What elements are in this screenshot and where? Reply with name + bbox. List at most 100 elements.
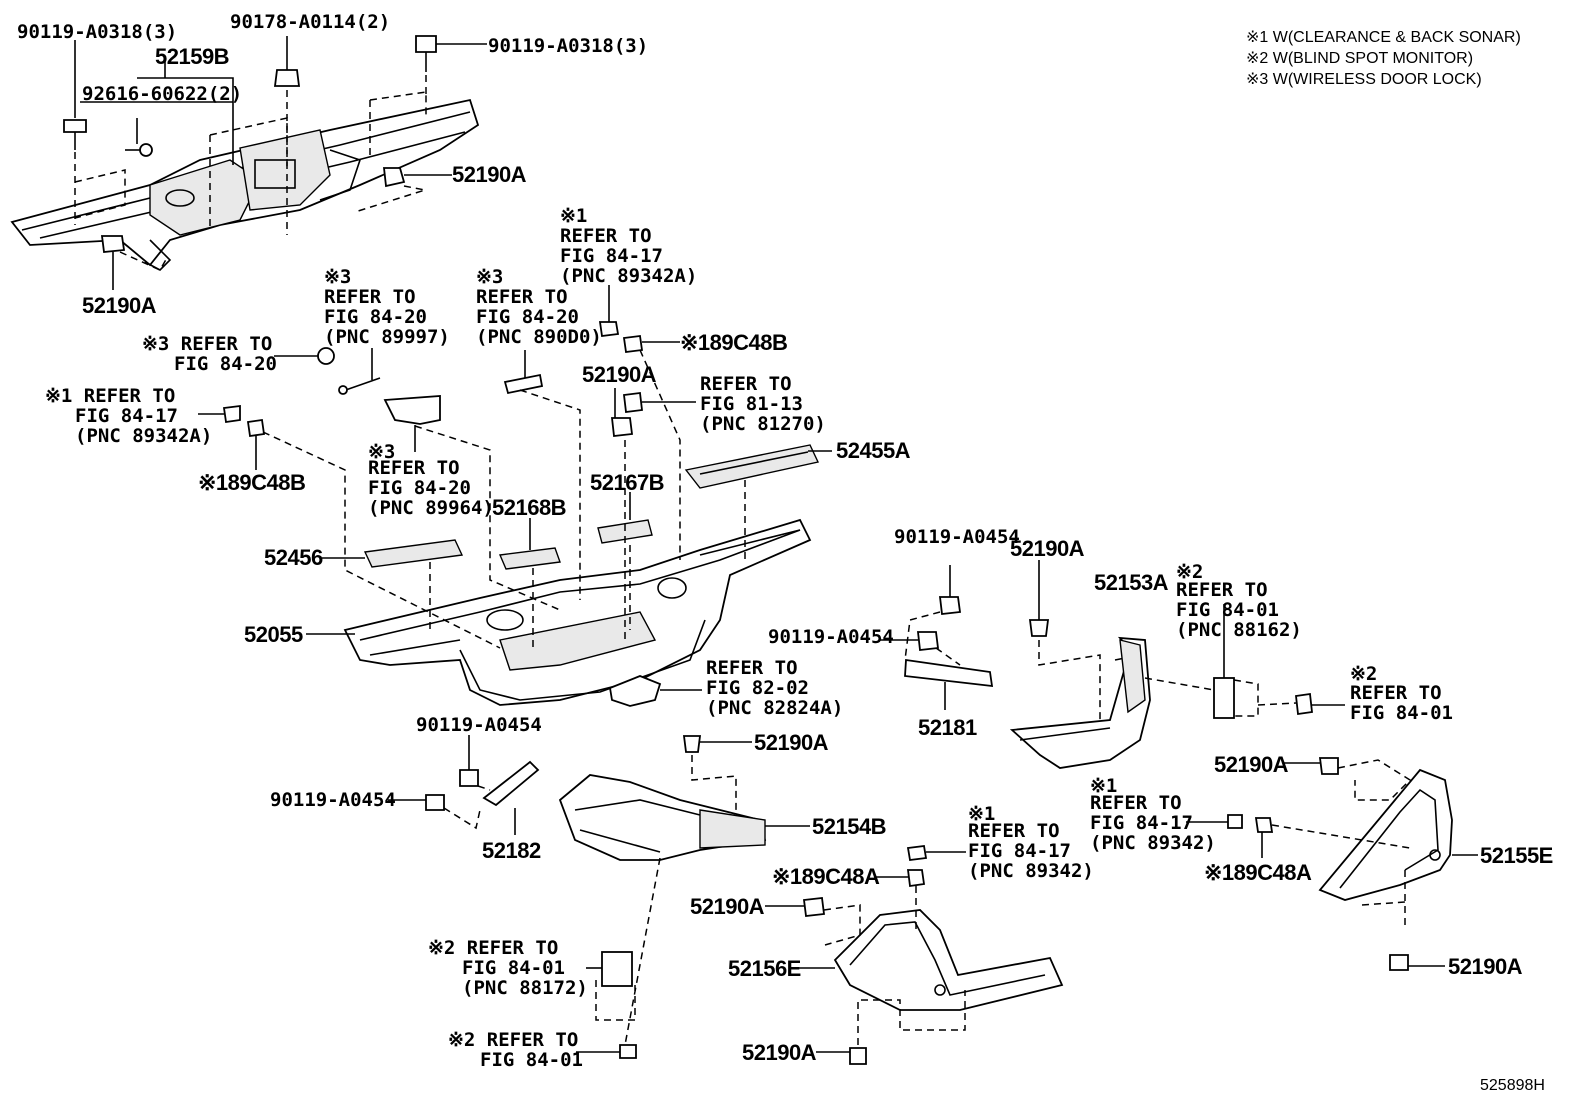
- ref-2-b-line2: REFER TO: [1350, 682, 1442, 704]
- label-90178-a0114: 90178-A0114(2): [230, 11, 390, 33]
- ref-1-top-line2: REFER TO: [560, 225, 652, 247]
- label-52168b: 52168B: [492, 495, 566, 520]
- ref-3-a-line3: FIG 84-20: [324, 306, 427, 328]
- ref-81-13-line3: (PNC 81270): [700, 413, 826, 435]
- ref-2-c-line3: (PNC 88172): [462, 977, 588, 999]
- clip-left-89342a: [198, 404, 241, 424]
- bolt-90119-a0454-d: [388, 794, 445, 811]
- sensor-82824a: [608, 675, 702, 707]
- ref-2-c-line1: ※2 REFER TO: [428, 937, 558, 959]
- ref-2-d-line1: ※2 REFER TO: [448, 1029, 578, 1051]
- label-90119-a0454-a: 90119-A0454: [894, 526, 1020, 548]
- clip-92616-left: [125, 118, 153, 157]
- ref-2-a-line4: (PNC 88162): [1176, 619, 1302, 641]
- label-52455a: 52455A: [836, 438, 911, 463]
- pad-52155e: [1318, 768, 1453, 901]
- label-52190a-top-right: 52190A: [452, 162, 527, 187]
- label-92616-60622: 92616-60622(2): [82, 83, 242, 105]
- diagram-id: 525898H: [1480, 1077, 1545, 1094]
- clip-52190a-e: [765, 897, 826, 917]
- ref-1-right-line2: REFER TO: [1090, 792, 1182, 814]
- ref-1-mid: ※1 REFER TO FIG 84-17 (PNC 89342): [968, 803, 1094, 882]
- ref-1-left: ※1 REFER TO FIG 84-17 (PNC 89342A): [45, 385, 212, 447]
- clip-52190a-f: [816, 1047, 867, 1065]
- ref-2-a: ※2 REFER TO FIG 84-01 (PNC 88162): [1176, 561, 1302, 641]
- ref-2-d-line2: FIG 84-01: [480, 1049, 583, 1071]
- clip-89c48b-left: [246, 418, 266, 470]
- label-89c48a-right: ※189C48A: [1204, 860, 1312, 885]
- label-90119-a0454-b: 90119-A0454: [768, 626, 894, 648]
- ref-3-c-line2: REFER TO: [368, 457, 460, 479]
- ref-82-02-line3: (PNC 82824A): [706, 697, 843, 719]
- label-52190a-e: 52190A: [690, 894, 765, 919]
- ref-3-b: ※3 REFER TO FIG 84-20 (PNC 890D0): [476, 266, 602, 348]
- sensor-88172: [586, 951, 633, 987]
- clip-52190a-b: [1028, 560, 1050, 637]
- label-89c48a-mid: ※189C48A: [772, 864, 880, 889]
- ref-1-mid-line3: FIG 84-17: [968, 840, 1071, 862]
- ref-82-02: REFER TO FIG 82-02 (PNC 82824A): [706, 657, 843, 719]
- ref-82-02-line2: FIG 82-02: [706, 677, 809, 699]
- label-90119-a0454-c: 90119-A0454: [416, 714, 542, 736]
- ref-3-c-line3: FIG 84-20: [368, 477, 471, 499]
- ref-3-b-line4: (PNC 890D0): [476, 326, 602, 348]
- ref-81-13: REFER TO FIG 81-13 (PNC 81270): [700, 373, 826, 435]
- ref-1-top-line4: (PNC 89342A): [560, 265, 697, 287]
- label-52167b: 52167B: [590, 470, 664, 495]
- ref-1-right: ※1 REFER TO FIG 84-17 (PNC 89342): [1090, 775, 1216, 854]
- ref-3-left-line1: ※3 REFER TO: [142, 333, 272, 355]
- ref-3-b-line2: REFER TO: [476, 286, 568, 308]
- label-52190a-f: 52190A: [742, 1040, 817, 1065]
- ref-82-02-line1: REFER TO: [706, 657, 798, 679]
- bracket-52181: [904, 658, 994, 710]
- ref-1-top-line3: FIG 84-17: [560, 245, 663, 267]
- ref-3-b-line3: FIG 84-20: [476, 306, 579, 328]
- clip-89342-mid: [906, 844, 966, 862]
- clip-52190a-d: [1284, 757, 1339, 775]
- fastener-81270: [623, 391, 696, 414]
- bracket-52153a: [1009, 636, 1151, 769]
- clip-52190a-top-right-icon: [382, 167, 452, 188]
- label-90119-a0318-left: 90119-A0318(3): [17, 21, 177, 43]
- legend-line-1: ※1 W(CLEARANCE & BACK SONAR): [1246, 29, 1521, 46]
- ref-1-right-line3: FIG 84-17: [1090, 812, 1193, 834]
- rear-reinforcement-52159b: [10, 98, 480, 271]
- label-52153a: 52153A: [1094, 570, 1169, 595]
- label-90119-a0454-d: 90119-A0454: [270, 789, 396, 811]
- ref-1-mid-line4: (PNC 89342): [968, 860, 1094, 882]
- label-90119-a0318-right: 90119-A0318(3): [488, 35, 648, 57]
- label-52190a-c: 52190A: [754, 730, 829, 755]
- clip-52190a-top-left-icon: [100, 235, 126, 290]
- rod-89997: [338, 348, 381, 395]
- bracket-52182: [482, 760, 540, 835]
- ref-3-c: ※3 REFER TO FIG 84-20 (PNC 89964): [368, 441, 494, 519]
- ref-1-mid-line2: REFER TO: [968, 820, 1060, 842]
- ref-1-left-line3: (PNC 89342A): [75, 425, 212, 447]
- ref-2-b-line1: ※2: [1350, 663, 1377, 685]
- bracket-52154b: [558, 774, 767, 861]
- ref-3-a-line4: (PNC 89997): [324, 326, 450, 348]
- bolt-90119-a0454-lower: [880, 631, 940, 651]
- ref-81-13-line1: REFER TO: [700, 373, 792, 395]
- label-52190a-b: 52190A: [1010, 536, 1085, 561]
- step-pad-52168b: [498, 547, 561, 570]
- label-52456: 52456: [264, 545, 323, 570]
- ref-1-right-line4: (PNC 89342): [1090, 832, 1216, 854]
- ref-3-a-line1: ※3: [324, 266, 351, 288]
- bracket-52182-center-upper: [503, 350, 544, 395]
- step-pad-52456: [363, 539, 464, 568]
- label-52159b: 52159B: [155, 44, 229, 69]
- ref-2-a-line2: REFER TO: [1176, 579, 1268, 601]
- ref-3-left: ※3 REFER TO FIG 84-20: [142, 333, 277, 375]
- ref-3-b-line1: ※3: [476, 266, 503, 288]
- bracket-89964: [383, 395, 441, 452]
- ref-2-d: ※2 REFER TO FIG 84-01: [448, 1029, 583, 1071]
- legend-line-2: ※2 W(BLIND SPOT MONITOR): [1246, 50, 1473, 67]
- clip-89c48b-right: [622, 334, 680, 354]
- label-89c48b-top: ※189C48B: [680, 330, 787, 355]
- label-52155e: 52155E: [1480, 843, 1553, 868]
- ref-2-b-line3: FIG 84-01: [1350, 702, 1453, 724]
- ref-1-right-line1: ※1: [1090, 775, 1117, 797]
